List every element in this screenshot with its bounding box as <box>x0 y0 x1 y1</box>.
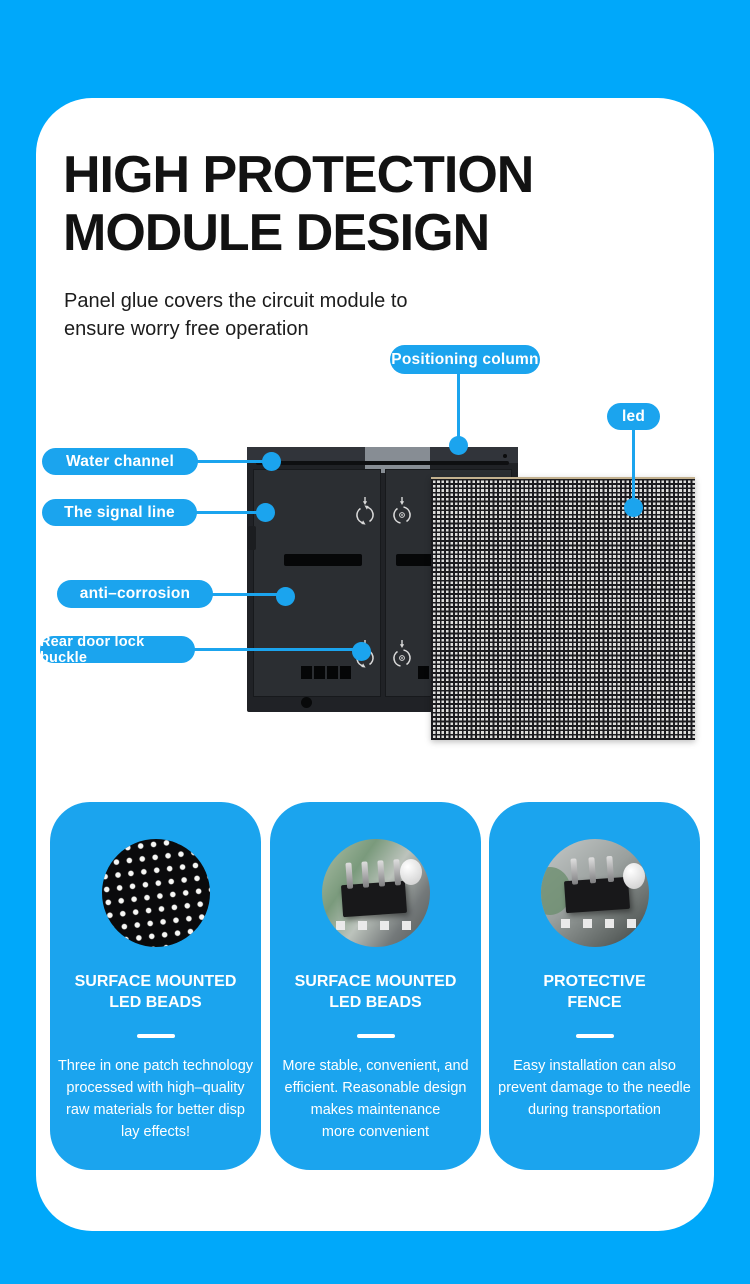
connector-pin <box>360 861 369 888</box>
callout-dot <box>256 503 275 522</box>
feature-card-protective-fence: PROTECTIVE FENCE Easy installation can a… <box>489 802 700 1170</box>
feature-description: Easy installation can also prevent damag… <box>498 1058 691 1118</box>
feature-description: Three in one patch technology processed … <box>57 1058 254 1140</box>
callout-anti-corrosion: anti–corrosion <box>57 580 213 608</box>
feature-description: More stable, convenient, and efficient. … <box>282 1058 469 1140</box>
callout-dot <box>352 642 371 661</box>
positioning-column-part <box>365 447 430 473</box>
callout-dot <box>624 498 643 517</box>
led-beads-pattern <box>101 839 210 947</box>
connector-block <box>340 859 407 918</box>
screw-dot <box>503 454 507 458</box>
rotate-lock-icon <box>356 497 374 525</box>
callout-line <box>194 511 262 514</box>
door-handle-slot <box>284 554 362 566</box>
callout-signal-line: The signal line <box>42 499 197 526</box>
vent-hole <box>314 666 325 679</box>
callout-dot <box>276 587 295 606</box>
signal-line-tab <box>248 526 256 550</box>
callout-line <box>192 648 357 651</box>
connector-pin <box>376 860 385 887</box>
callout-led: led <box>607 403 660 430</box>
callout-dot <box>449 436 468 455</box>
capacitor <box>399 859 422 885</box>
feature-card-led-beads-1: SURFACE MOUNTED LED BEADS Three in one p… <box>50 802 261 1170</box>
vent-hole <box>340 666 351 679</box>
led-beads-photo <box>101 839 210 947</box>
pcb-connector-photo <box>321 839 430 947</box>
callout-rear-door-lock: Rear door lock buckle <box>40 634 195 666</box>
protective-fence-photo <box>540 839 649 947</box>
connector-pin <box>344 862 353 889</box>
vent-hole <box>418 666 429 679</box>
callout-dot <box>262 452 281 471</box>
connector-block <box>563 855 630 914</box>
divider <box>575 1034 614 1038</box>
callout-water-channel: Water channel <box>42 448 198 475</box>
connector-pin <box>569 858 578 885</box>
rotate-lock-icon <box>393 497 411 524</box>
capacitor <box>622 863 645 889</box>
page-title: HIGH PROTECTION MODULE DESIGN <box>63 146 534 262</box>
rotate-lock-icon <box>393 640 411 667</box>
callout-line <box>210 593 282 596</box>
water-channel-groove <box>256 461 509 465</box>
page-subtitle: Panel glue covers the circuit module to … <box>64 290 408 340</box>
solder-pads <box>560 919 637 928</box>
cable-hole <box>301 697 312 708</box>
feature-card-led-beads-2: SURFACE MOUNTED LED BEADS More stable, c… <box>270 802 481 1170</box>
solder-pads <box>335 921 412 930</box>
callout-line <box>632 429 635 501</box>
feature-title: SURFACE MOUNTED LED BEADS <box>74 973 237 1011</box>
connector-pin <box>587 857 596 884</box>
callout-line <box>457 373 460 438</box>
callout-positioning-column: Positioning column <box>390 345 540 374</box>
feature-title: PROTECTIVE FENCE <box>543 973 646 1011</box>
divider <box>136 1034 175 1038</box>
callout-line <box>195 460 267 463</box>
connector-pin <box>605 855 614 883</box>
vent-hole <box>327 666 338 679</box>
led-module-front-photo <box>431 477 695 740</box>
feature-title: SURFACE MOUNTED LED BEADS <box>294 973 457 1011</box>
divider <box>356 1034 395 1038</box>
vent-hole <box>301 666 312 679</box>
